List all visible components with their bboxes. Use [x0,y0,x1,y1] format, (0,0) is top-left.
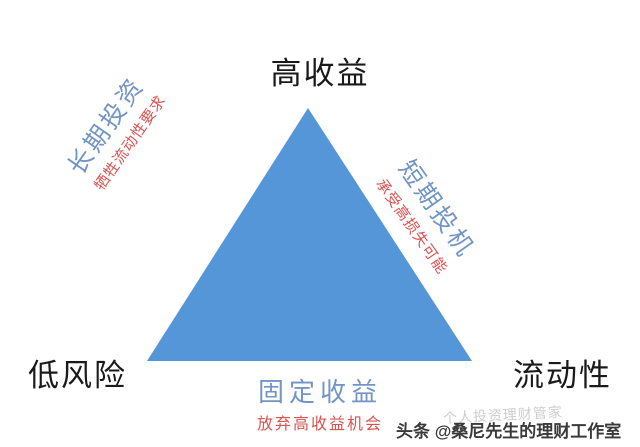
side-bottom-primary-text: 固定收益 [257,378,382,407]
corner-label-low-risk: 低风险 [28,358,127,393]
corner-label-high-return: 高收益 [270,56,370,91]
author-watermark-text: 头条 @桑尼先生的理财工作室 [396,422,622,441]
triangle-polygon [147,108,472,361]
side-label-fixed-income: 固定收益 放弃高收益机会 [0,372,640,434]
side-bottom-secondary-text: 放弃高收益机会 [256,416,383,433]
corner-label-liquidity: 流动性 [513,358,612,393]
